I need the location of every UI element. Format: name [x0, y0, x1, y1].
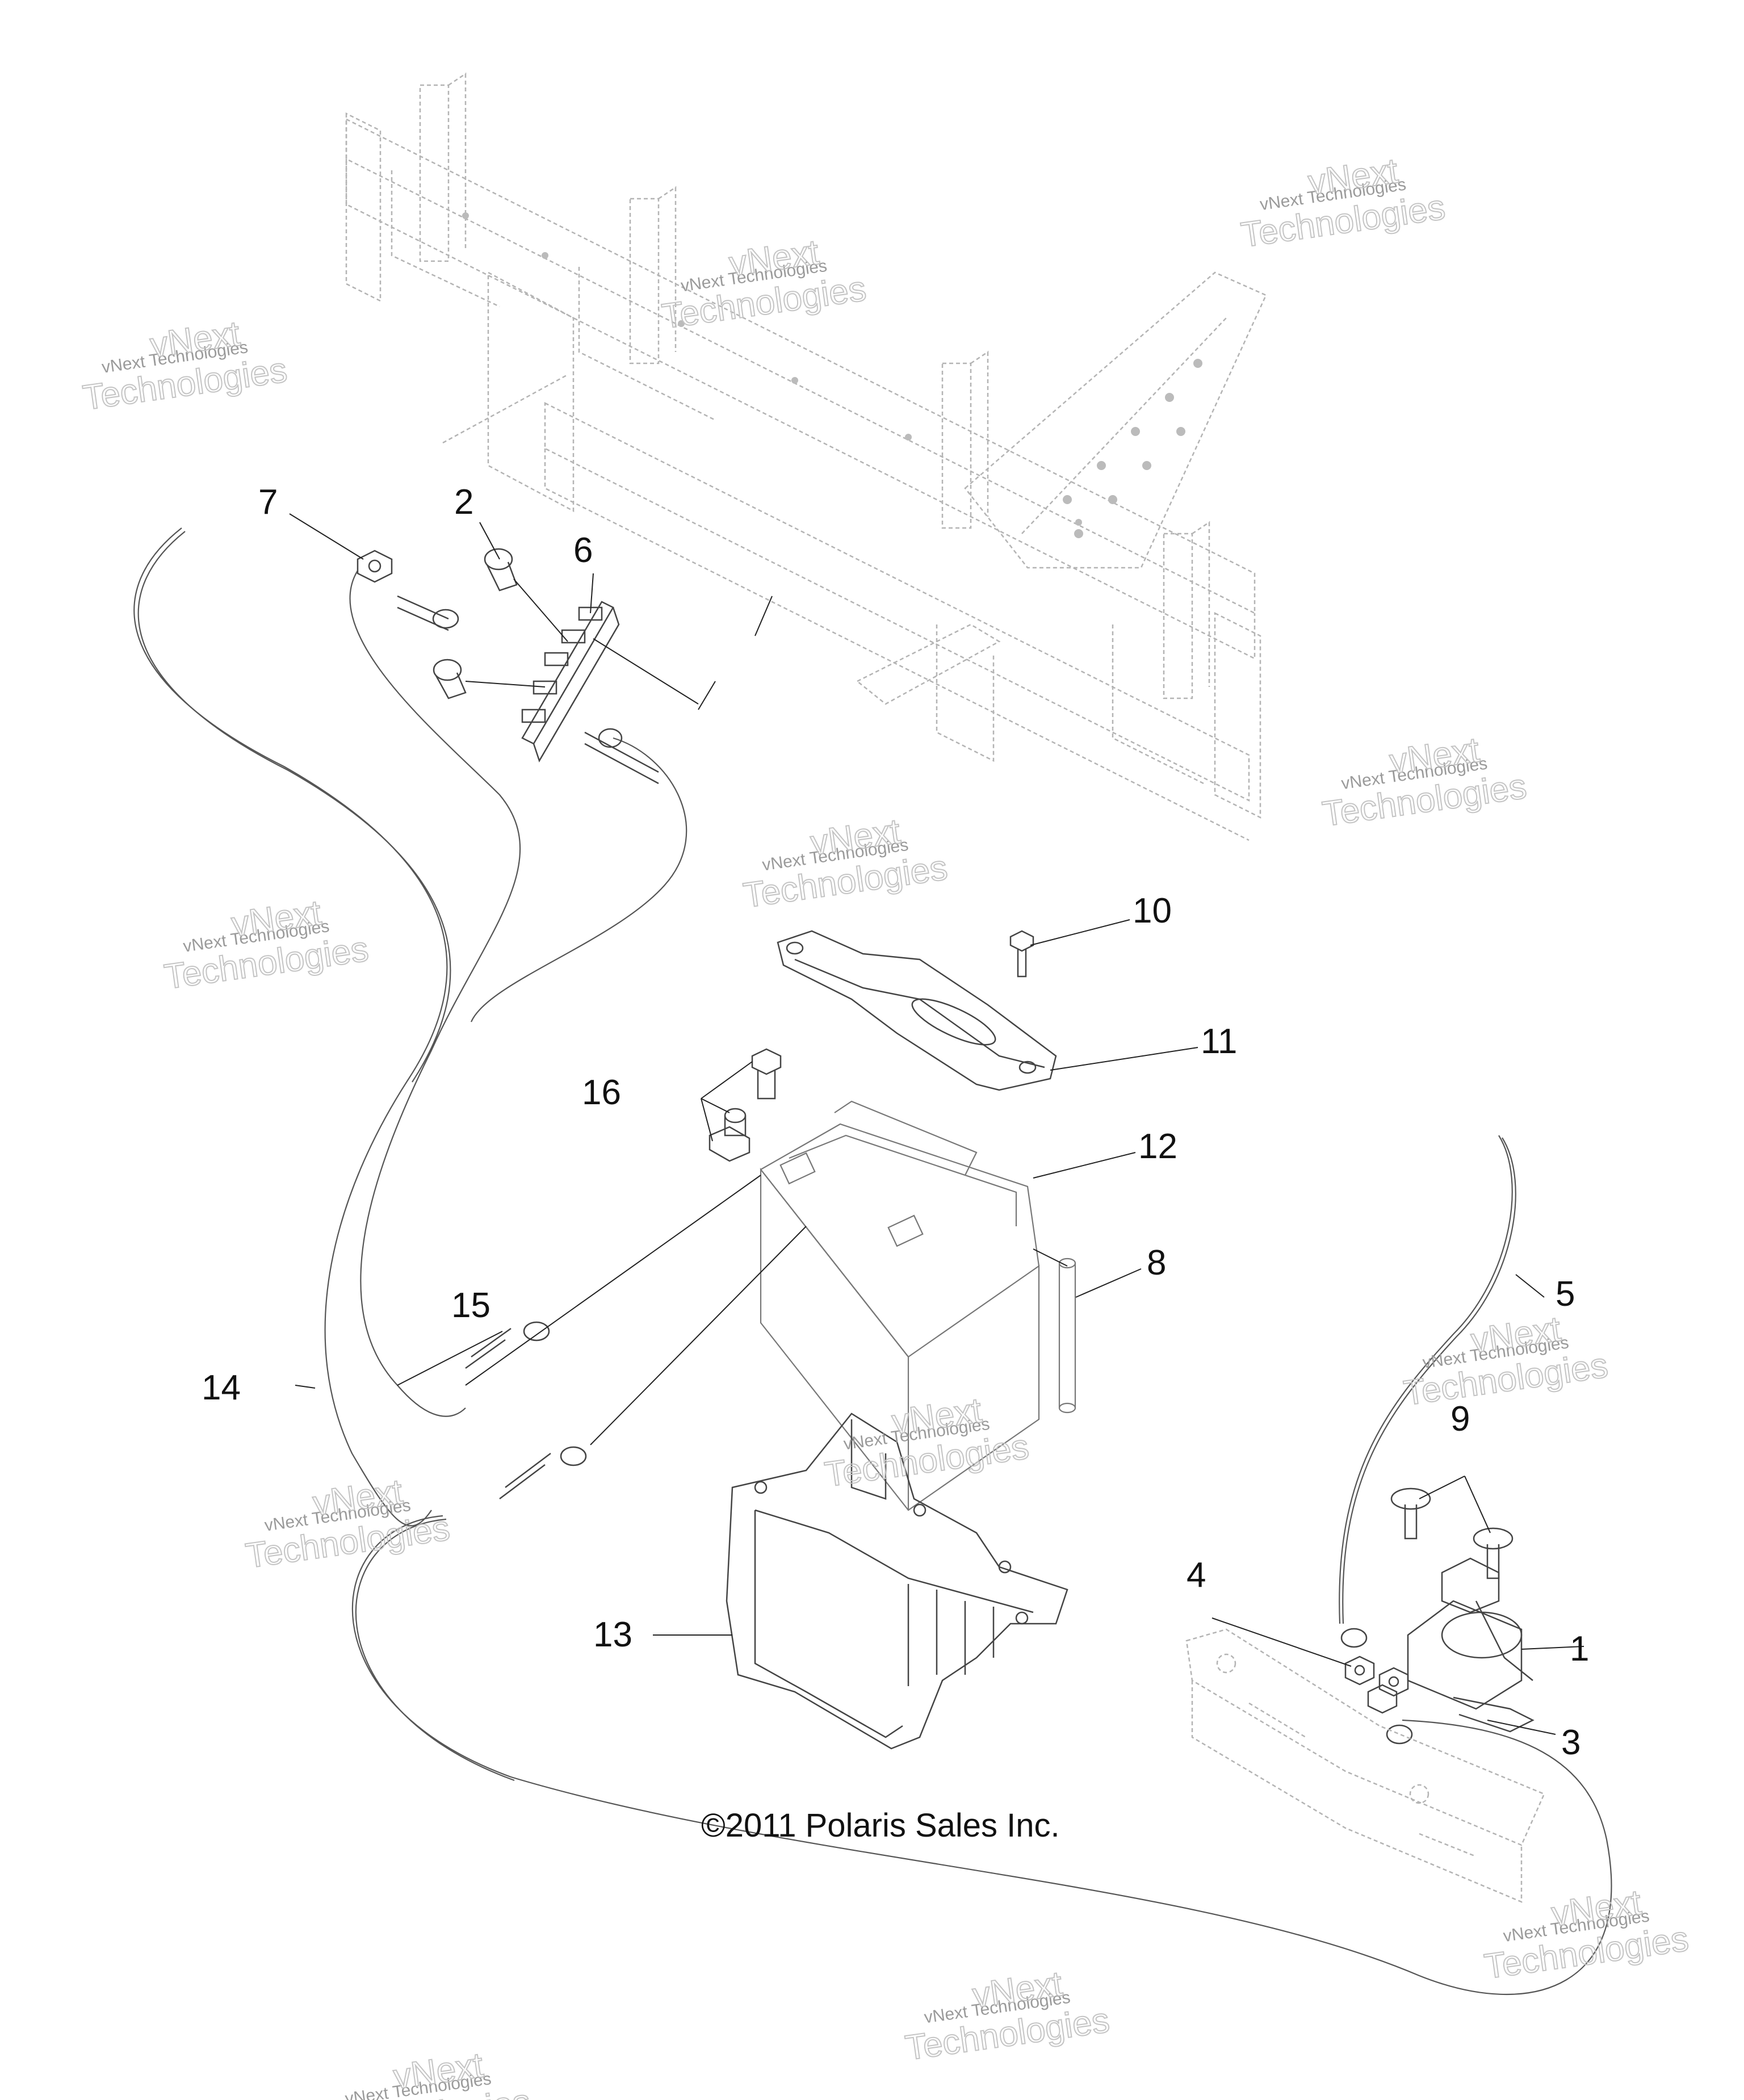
bolt-10 — [1009, 930, 1034, 978]
vehicle-frame — [345, 72, 1267, 841]
watermark: vNext Technologies vNext Technologies — [324, 2045, 534, 2100]
watermark: vNext Technologies vNext Technologies — [1319, 730, 1529, 835]
watermark: vNext Technologies vNext Technologies — [822, 1390, 1032, 1495]
callout-4: 4 — [1187, 1556, 1206, 1595]
callout-9: 9 — [1450, 1399, 1470, 1439]
watermark: vNext Technologies vNext Technologies — [902, 1964, 1112, 2069]
watermark: vNext Technologies vNext Technologies — [1481, 1882, 1691, 1987]
pin-8 — [1058, 1258, 1076, 1414]
battery-hold-down-11 — [777, 930, 1057, 1091]
callout-2: 2 — [454, 483, 473, 522]
leader-lines — [289, 513, 1584, 1735]
watermark: vNext Technologies vNext Technologies — [80, 313, 290, 418]
callout-14: 14 — [202, 1368, 241, 1407]
terminal-block-6 — [521, 601, 620, 763]
callout-13: 13 — [593, 1615, 632, 1654]
nuts-3-4 — [1344, 1655, 1409, 1714]
watermark: vNext Technologies vNext Technologies — [243, 1472, 453, 1577]
callout-15: 15 — [451, 1286, 491, 1325]
copyright-notice: ©2011 Polaris Sales Inc. — [701, 1807, 1060, 1844]
callout-8: 8 — [1147, 1243, 1166, 1282]
callout-6: 6 — [573, 531, 593, 570]
cable-5 — [1339, 1135, 1516, 1624]
callout-7: 7 — [258, 483, 278, 522]
ring-terminals — [397, 595, 1413, 1745]
watermark: vNext Technologies vNext Technologies — [1401, 1309, 1611, 1414]
callout-5: 5 — [1556, 1275, 1575, 1314]
watermark: vNext Technologies vNext Technologies — [1238, 150, 1448, 255]
callout-10: 10 — [1133, 891, 1172, 930]
callout-1: 1 — [1570, 1629, 1589, 1669]
nut-7 — [357, 550, 393, 583]
watermark: vNext Technologies vNext Technologies — [161, 892, 371, 997]
cable-14 — [133, 527, 451, 1527]
watermark: vNext Technologies vNext Technologies — [740, 811, 950, 916]
callout-11: 11 — [1201, 1022, 1237, 1061]
mounting-bracket — [1185, 1628, 1545, 1903]
bolt-2 — [433, 548, 518, 699]
cable-main-loop — [351, 1515, 1612, 1996]
cable-15 — [349, 570, 521, 1417]
watermark: vNext Technologies vNext Technologies — [659, 232, 869, 337]
callout-3: 3 — [1561, 1723, 1580, 1762]
callout-12: 12 — [1138, 1127, 1177, 1166]
ground-cable — [470, 737, 687, 1022]
battery-box-13 — [726, 1412, 1068, 1750]
hardware-16 — [708, 1048, 782, 1162]
bolts-9 — [1390, 1487, 1514, 1579]
callout-16: 16 — [582, 1073, 621, 1112]
callout-labels: 7 2 6 10 11 16 12 8 5 15 14 9 4 1 13 3 — [202, 483, 1589, 1762]
solenoid-1 — [1407, 1557, 1535, 1733]
battery-12 — [760, 1100, 1040, 1511]
